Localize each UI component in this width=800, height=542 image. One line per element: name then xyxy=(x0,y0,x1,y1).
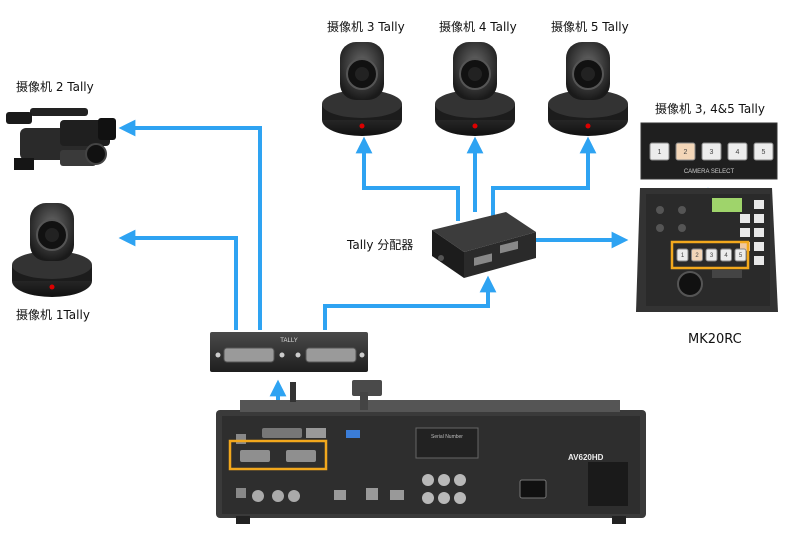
controller-keys-highlight xyxy=(670,240,750,270)
camera-key-label-2: 2 xyxy=(695,253,699,259)
arrow-splitter-to-camera-5 xyxy=(491,136,597,221)
camera-key-3[interactable] xyxy=(701,142,722,161)
label-camera-1: 摄像机 1Tally xyxy=(16,308,90,322)
tally-breakout-bar: TALLY xyxy=(210,332,368,372)
camera-key-1[interactable] xyxy=(649,142,670,161)
camera-key-label-3: 3 xyxy=(710,149,714,156)
label-camera-5: 摄像机 5 Tally xyxy=(551,20,629,34)
camera-key-3[interactable] xyxy=(705,248,718,262)
camera-key-label-3: 3 xyxy=(710,253,714,259)
camera-key-label-1: 1 xyxy=(681,253,685,259)
tally-splitter xyxy=(432,212,536,278)
camera-key-label-1: 1 xyxy=(658,149,662,156)
arrow-splitter-to-camera-3 xyxy=(355,136,460,221)
ptz-camera-1 xyxy=(12,203,92,297)
label-camera-2: 摄像机 2 Tally xyxy=(16,80,94,94)
ptz-camera-5 xyxy=(548,42,628,136)
camera-key-2[interactable] xyxy=(691,248,703,262)
label-tally-splitter: Tally 分配器 xyxy=(347,238,414,252)
camera-key-5[interactable] xyxy=(734,248,747,262)
camera-key-4[interactable] xyxy=(727,142,748,161)
tally-port-highlight xyxy=(228,439,328,471)
ptz-camera-3 xyxy=(322,42,402,136)
arrow-to-camera-1 xyxy=(118,229,238,330)
mk20rc-controller: 1 2 3 4 5 xyxy=(636,188,778,312)
ptz-camera-4 xyxy=(435,42,515,136)
camera-key-5[interactable] xyxy=(753,142,774,161)
signal-arrows xyxy=(118,119,721,432)
zoom-camera-keys: 1 2 3 4 5 xyxy=(649,142,774,161)
camera-key-label-4: 4 xyxy=(736,149,740,156)
av-switcher: Serial Number AV620HD xyxy=(216,380,646,524)
label-camera-4: 摄像机 4 Tally xyxy=(439,20,517,34)
camera-key-label-5: 5 xyxy=(762,149,766,156)
camera-select-keypad: 1 2 3 4 5 CAMERA SELECT xyxy=(640,122,778,180)
label-mk20rc: MK20RC xyxy=(688,332,742,347)
controller-camera-keys: 1 2 3 4 5 xyxy=(676,248,747,262)
arrow-to-splitter xyxy=(323,275,497,330)
camera-key-2[interactable] xyxy=(675,142,696,161)
brand-label: AV620HD xyxy=(568,453,604,462)
camera-key-label-2: 2 xyxy=(684,149,688,156)
camera-select-label: CAMERA SELECT xyxy=(684,169,735,175)
arrow-to-camera-2 xyxy=(118,119,262,330)
camera-key-1[interactable] xyxy=(676,248,689,262)
tally-bar-label: TALLY xyxy=(280,338,297,344)
label-camera-3-4-5: 摄像机 3, 4&5 Tally xyxy=(655,102,765,116)
label-camera-3: 摄像机 3 Tally xyxy=(327,20,405,34)
camcorder-camera-2 xyxy=(6,108,116,170)
camera-key-label-4: 4 xyxy=(724,253,728,259)
serial-label: Serial Number xyxy=(431,434,463,440)
camera-key-label-5: 5 xyxy=(739,253,743,259)
camera-key-4[interactable] xyxy=(720,248,732,262)
